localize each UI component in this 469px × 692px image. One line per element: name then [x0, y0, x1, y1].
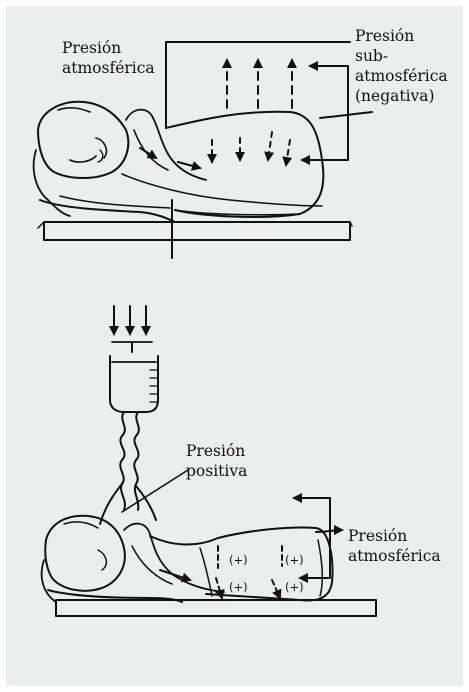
plus-mark: (+) — [285, 553, 304, 567]
bottom-head — [45, 516, 125, 591]
label-subatmospheric-pressure: Presión sub- atmosférica (negativa) — [355, 26, 448, 106]
label-atmospheric-pressure-bottom: Presión atmosférica — [348, 526, 441, 566]
plus-mark: (+) — [229, 553, 248, 567]
bottom-table — [56, 600, 376, 616]
bottom-syringe — [110, 356, 158, 412]
top-table — [44, 222, 350, 240]
label-positive-pressure: Presión positiva — [186, 441, 247, 481]
bottom-hose — [120, 412, 125, 510]
label-atmospheric-pressure-top: Presión atmosférica — [62, 38, 155, 78]
top-head — [38, 102, 128, 178]
plus-mark: (+) — [229, 580, 248, 594]
plus-mark: (+) — [285, 580, 304, 594]
